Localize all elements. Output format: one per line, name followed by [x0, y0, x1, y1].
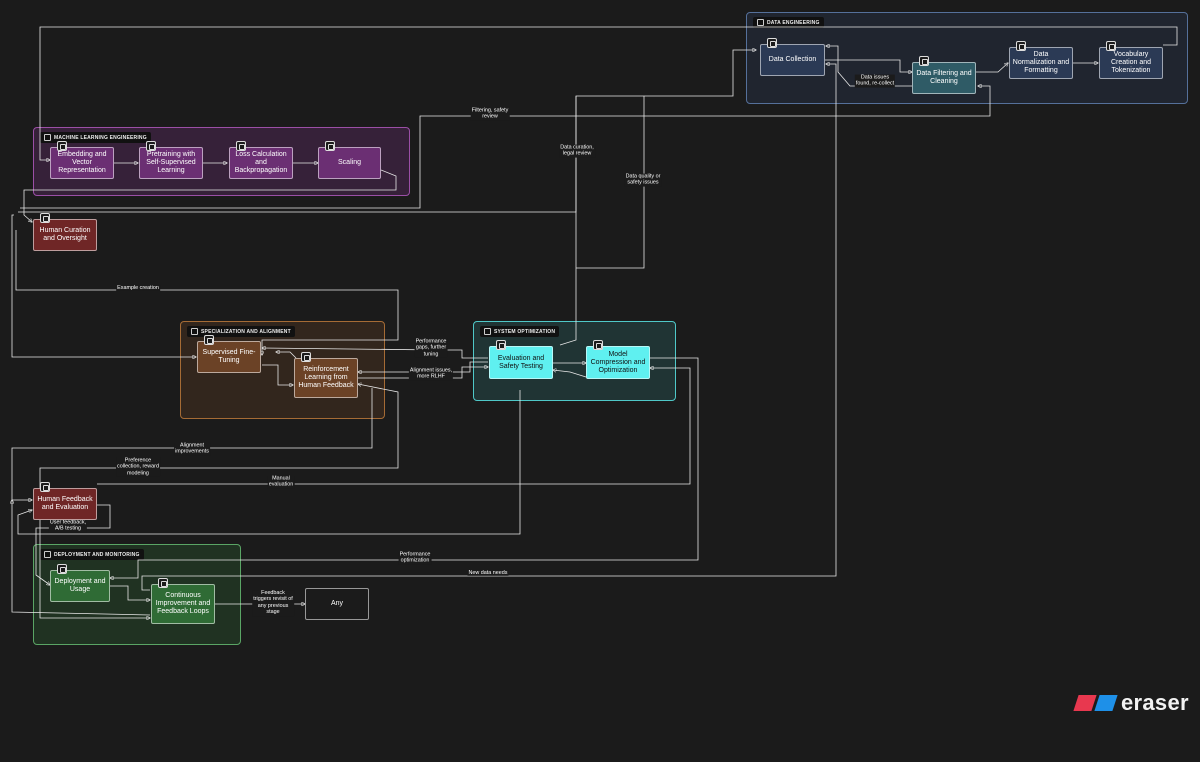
user-cog-icon	[191, 328, 198, 335]
edge-label-example-creation: Example creation	[116, 284, 160, 292]
list-icon	[1016, 41, 1026, 51]
server-icon	[325, 141, 335, 151]
node-evaluation-label: Evaluation and Safety Testing	[497, 354, 545, 370]
node-scaling[interactable]: Scaling	[318, 141, 381, 179]
node-deployment-usage[interactable]: Deployment and Usage	[50, 564, 110, 602]
edge-compression-evaluation	[553, 370, 587, 378]
edge-rlhf-human-feedback	[11, 388, 373, 500]
node-compression[interactable]: Model Compression and Optimization	[586, 340, 650, 379]
edge-manual-eval	[97, 368, 691, 485]
node-supervised-ft-label: Supervised Fine-Tuning	[202, 349, 256, 364]
node-human-feedback-label: Human Feedback and Evaluation	[37, 496, 93, 511]
node-data-collection[interactable]: Data Collection	[760, 38, 825, 76]
node-human-feedback[interactable]: Human Feedback and Evaluation	[33, 482, 97, 520]
system-optimization-label: SYSTEM OPTIMIZATION	[480, 326, 560, 337]
node-pretraining[interactable]: Pretraining with Self-Supervised Learnin…	[139, 141, 203, 179]
edge-label-alignment-issues: Alignment issues, more RLHF	[408, 367, 454, 381]
node-loss-calculation[interactable]: Loss Calculation and Backpropagation	[229, 141, 293, 179]
text-icon	[1106, 41, 1116, 51]
eraser-brand: eraser	[1073, 690, 1189, 716]
rocket-icon	[44, 551, 51, 558]
edge-filtering-normalization	[976, 63, 1008, 73]
node-evaluation[interactable]: Evaluation and Safety Testing	[489, 340, 553, 379]
node-embedding-label: Embedding and Vector Representation	[57, 151, 107, 174]
users-icon	[40, 213, 50, 223]
node-loss-calculation-label: Loss Calculation and Backpropagation	[234, 151, 288, 174]
edge-evaluation-human-feedback	[17, 390, 521, 535]
edge-label-manual-eval: Manual evaluation	[267, 475, 295, 489]
node-vocabulary[interactable]: Vocabulary Creation and Tokenization	[1099, 41, 1163, 79]
refresh-icon	[158, 578, 168, 588]
node-pretraining-label: Pretraining with Self-Supervised Learnin…	[146, 151, 196, 174]
grid-icon	[57, 141, 67, 151]
node-data-normalization[interactable]: Data Normalization and Formatting	[1009, 41, 1073, 79]
deployment-label: DEPLOYMENT AND MONITORING	[40, 549, 144, 560]
edge-label-performance-opt: Performance optimization	[398, 551, 432, 565]
eraser-logo-icon	[1073, 695, 1118, 711]
book-icon	[146, 141, 156, 151]
edit-icon	[204, 335, 214, 345]
edge-collection-filtering	[825, 59, 912, 72]
edge-label-data-curation: Data curation, legal review	[559, 144, 595, 158]
users-icon	[301, 352, 311, 362]
edge-rlhf-top	[276, 352, 297, 359]
edge-curation-collection	[18, 50, 756, 213]
filter-icon	[919, 56, 929, 66]
specialization-label: SPECIALIZATION AND ALIGNMENT	[187, 326, 295, 337]
node-compression-label: Model Compression and Optimization	[590, 350, 646, 374]
edge-label-feedback-triggers: Feedback triggers revisit of any previou…	[252, 590, 294, 616]
node-data-filtering[interactable]: Data Filtering and Cleaning	[912, 56, 976, 94]
edge-curation-filtering	[20, 86, 991, 209]
node-human-curation[interactable]: Human Curation and Oversight	[33, 213, 97, 251]
edge-continuous-feedback	[12, 500, 151, 616]
node-deployment-usage-label: Deployment and Usage	[54, 578, 106, 593]
database-icon	[757, 19, 764, 26]
gear-icon	[44, 134, 51, 141]
code-icon	[593, 340, 603, 350]
node-continuous-label: Continuous Improvement and Feedback Loop…	[155, 592, 211, 615]
edge-evaluation-collection	[559, 96, 577, 346]
node-any[interactable]: Any	[305, 588, 369, 620]
edge-human-feedback-rlhf	[39, 384, 399, 488]
node-data-normalization-label: Data Normalization and Formatting	[1012, 51, 1070, 74]
edge-loop-continuous	[39, 510, 150, 618]
users-icon	[40, 482, 50, 492]
cloud-icon	[57, 564, 67, 574]
edge-label-performance-gaps: Performance gaps, further tuning	[414, 338, 448, 358]
edge-deploy-continuous	[110, 585, 150, 600]
edge-label-user-feedback: User feedback, A/B testing	[48, 519, 88, 533]
edge-label-filtering-safety: Filtering, safety review	[470, 107, 510, 121]
node-any-label: Any	[330, 600, 344, 607]
edge-label-new-data: New data needs	[467, 569, 509, 577]
edge-loop-sft	[11, 214, 196, 357]
node-supervised-ft[interactable]: Supervised Fine-Tuning	[197, 335, 261, 373]
node-continuous[interactable]: Continuous Improvement and Feedback Loop…	[151, 578, 215, 624]
edge-continuous-collection	[141, 64, 837, 591]
node-rlhf-label: Reinforcement Learning from Human Feedba…	[298, 366, 354, 389]
node-embedding[interactable]: Embedding and Vector Representation	[50, 141, 114, 179]
edge-label-data-issues: Data issues found, re-collect	[854, 74, 896, 88]
gear-icon	[484, 328, 491, 335]
shield-icon	[496, 340, 506, 350]
ml-engineering-label: MACHINE LEARNING ENGINEERING	[40, 132, 151, 143]
edge-label-preference: Preference collection, reward modeling	[116, 457, 160, 477]
edge-evaluation-sft	[262, 348, 488, 359]
edge-vocabulary-embedding	[39, 26, 1178, 160]
node-vocabulary-label: Vocabulary Creation and Tokenization	[1110, 51, 1152, 74]
edge-quality-collection	[576, 96, 645, 269]
node-scaling-label: Scaling	[338, 159, 361, 166]
edge-scaling-curation	[23, 169, 397, 222]
node-data-filtering-label: Data Filtering and Cleaning	[916, 70, 972, 85]
eraser-wordmark: eraser	[1121, 690, 1189, 715]
node-rlhf[interactable]: Reinforcement Learning from Human Feedba…	[294, 352, 358, 398]
data-engineering-label: DATA ENGINEERING	[753, 17, 824, 28]
edge-sft-rlhf	[262, 364, 293, 385]
globe-icon	[767, 38, 777, 48]
activity-icon	[236, 141, 246, 151]
edge-label-alignment-improvements: Alignment improvements	[174, 442, 210, 456]
node-human-curation-label: Human Curation and Oversight	[39, 227, 91, 242]
node-data-collection-label: Data Collection	[768, 56, 817, 63]
edge-label-data-quality: Data quality or safety issues	[624, 173, 662, 187]
